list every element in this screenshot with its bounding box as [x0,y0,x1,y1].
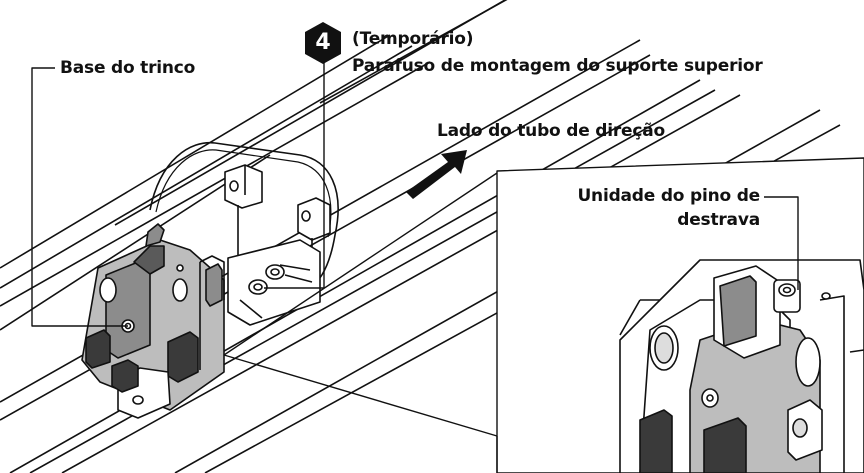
temporary-label: (Temporário) [352,29,474,49]
steering-tube-side-label: Lado do tubo de direção [437,121,665,141]
release-pin-leader [764,196,799,290]
top-bracket-bolt-label: Parafuso de montagem do suporte superior [352,56,763,76]
step-badge [305,22,341,64]
release-pin-closeup [619,259,864,473]
step-number: 4 [315,30,331,55]
direction-arrow [406,150,467,199]
upper-bracket [224,164,331,326]
release-pin-label-line1: Unidade do pino de [577,186,760,206]
latch-base-label: Base do trinco [60,58,196,78]
release-pin-label-line2: destrava [677,210,760,230]
latch-base [81,223,225,419]
